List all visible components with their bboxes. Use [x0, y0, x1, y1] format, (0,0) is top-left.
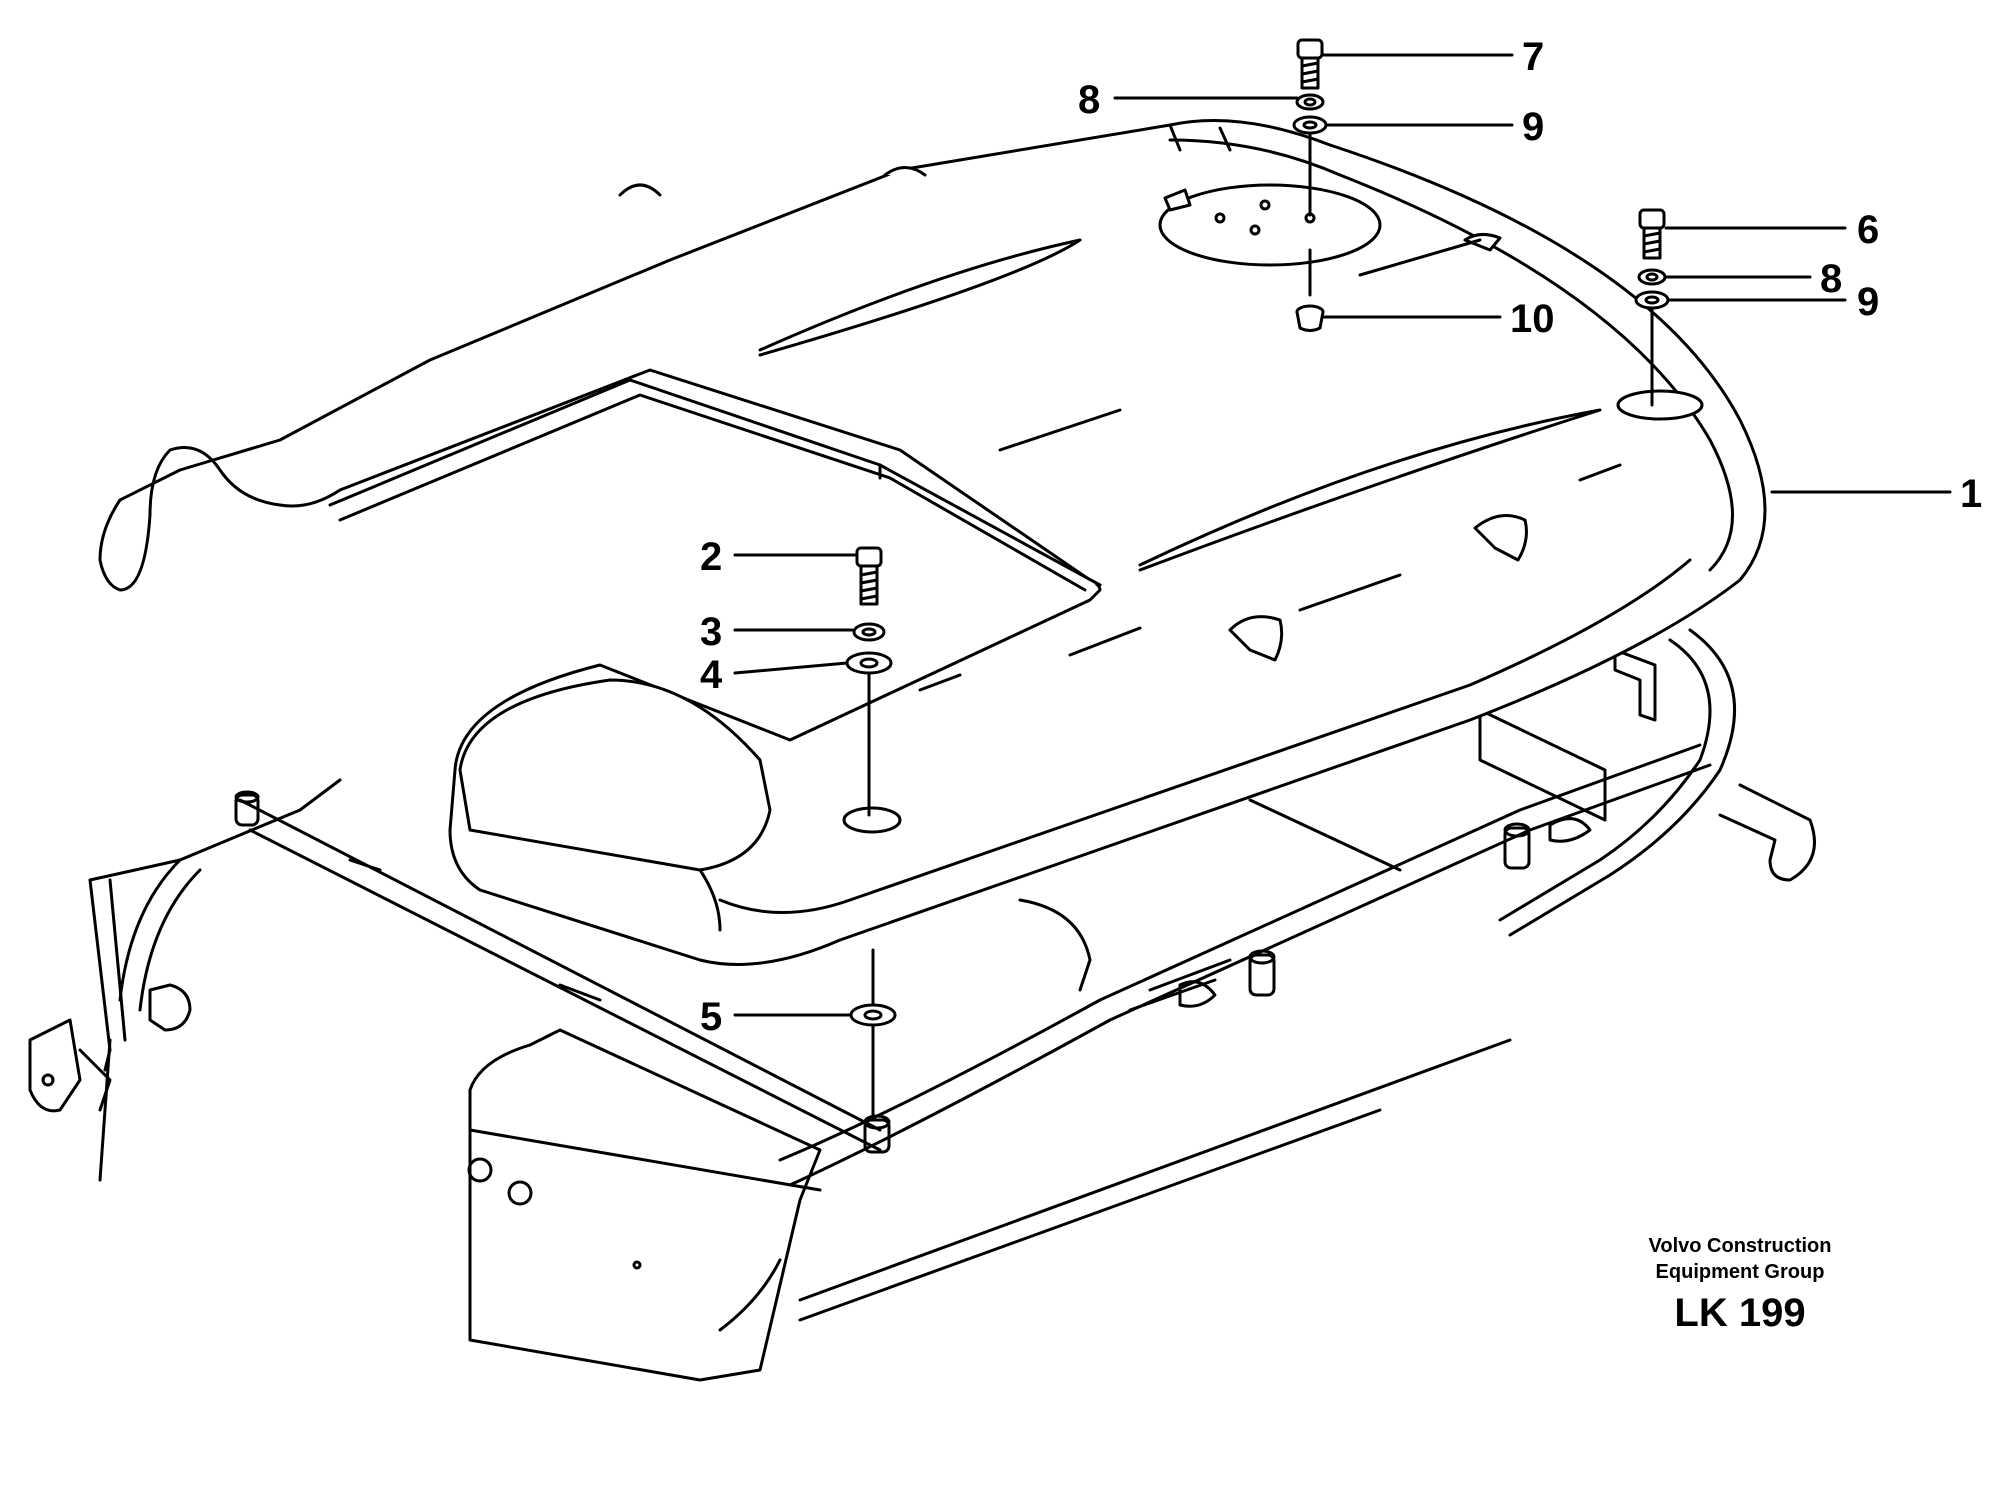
- nut-10: [1295, 304, 1325, 332]
- callout-9-right: 9: [1857, 280, 1879, 324]
- callout-leaders: [733, 53, 1952, 1017]
- callout-8-top: 8: [1078, 78, 1100, 122]
- callout-6: 6: [1857, 208, 1879, 252]
- bolt-6: [1638, 208, 1666, 260]
- callout-9-top: 9: [1522, 105, 1544, 149]
- credit-line-1: Volvo Construction: [1648, 1235, 1832, 1257]
- washer-9-top: [1292, 115, 1328, 135]
- washer-9-right: [1634, 290, 1670, 310]
- roof-panel: [98, 119, 1767, 966]
- drawing-code: LK 199: [1674, 1291, 1806, 1335]
- callout-2: 2: [700, 535, 722, 579]
- callout-4: 4: [700, 653, 723, 697]
- roof-recess-front-right: [1616, 389, 1704, 421]
- frame-post-right-b: [1248, 949, 1276, 997]
- callout-7: 7: [1522, 35, 1544, 79]
- frame-post-rear: [863, 1114, 891, 1154]
- callout-1: 1: [1960, 472, 1982, 516]
- callout-5: 5: [700, 995, 722, 1039]
- bolt-2: [855, 546, 883, 606]
- callout-8-right: 8: [1820, 257, 1842, 301]
- callout-3: 3: [700, 610, 722, 654]
- washer-8-top: [1295, 93, 1325, 111]
- washer-3: [852, 622, 886, 642]
- cab-frame: [28, 628, 1816, 1382]
- frame-post-right-a: [1503, 822, 1531, 870]
- credit-line-2: Equipment Group: [1655, 1261, 1825, 1283]
- callout-numbers: 1 2 3 4 5 6 7 8 9 8 9 10: [700, 35, 1982, 1039]
- frame-post-left: [234, 790, 260, 827]
- callout-10: 10: [1510, 297, 1555, 341]
- washer-5: [849, 1003, 897, 1027]
- bolt-7: [1296, 38, 1324, 90]
- publisher-credit: Volvo Construction Equipment Group LK 19…: [1590, 1233, 1890, 1339]
- washer-4: [845, 651, 893, 675]
- washer-8-right: [1637, 268, 1667, 286]
- roof-recess-rear: [842, 806, 902, 834]
